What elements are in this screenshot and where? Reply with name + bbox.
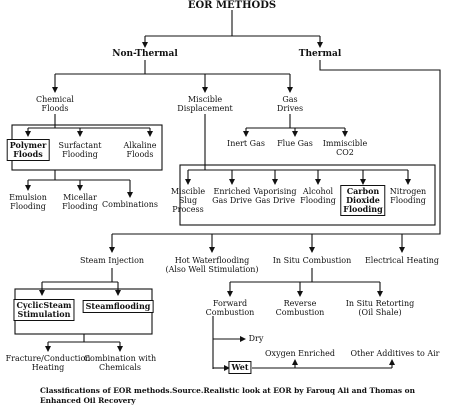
node-in-situ-retorting: In Situ Retorting(Oil Shale)	[345, 299, 415, 317]
node-electrical-heating: Electrical Heating	[364, 256, 440, 265]
edge-chemical-bus	[28, 114, 150, 129]
node-combinations: Combinations	[102, 200, 158, 209]
node-thermal: Thermal	[298, 49, 342, 59]
node-wet: Wet	[228, 361, 252, 374]
edge-nonthermal-bus	[55, 60, 290, 75]
miscible-group-frame	[179, 164, 436, 226]
node-hot-waterflooding: Hot Waterflooding(Also Well Stimulation)	[165, 256, 259, 274]
node-steamflooding: Steamflooding	[82, 300, 154, 313]
node-dry: Dry	[248, 334, 264, 343]
edge-steam-sub-bus	[48, 334, 120, 343]
edge-gas-bus	[246, 114, 345, 129]
node-flue-gas: Flue Gas	[277, 139, 313, 148]
node-non-thermal: Non-Thermal	[112, 49, 178, 59]
node-oxygen-enriched: Oxygen Enriched	[264, 349, 336, 358]
edge-thermal-trunk	[112, 60, 441, 235]
edge-insitu-bus	[230, 268, 380, 283]
node-inert-gas: Inert Gas	[227, 139, 265, 148]
edge-chemical-sub-bus	[28, 170, 130, 181]
edge-steam-bus	[42, 268, 118, 283]
node-steam-injection: Steam Injection	[79, 256, 145, 265]
edge-title-branches	[145, 10, 320, 37]
figure-caption: Classifications of EOR methods.Source.Re…	[40, 386, 415, 405]
node-in-situ-combustion: In Situ Combustion	[272, 256, 352, 265]
eor-methods-title: EOR METHODS	[187, 0, 277, 11]
edge-miscible-trunk	[188, 114, 408, 171]
node-other-additives-to-air: Other Additives to Air	[350, 349, 440, 358]
